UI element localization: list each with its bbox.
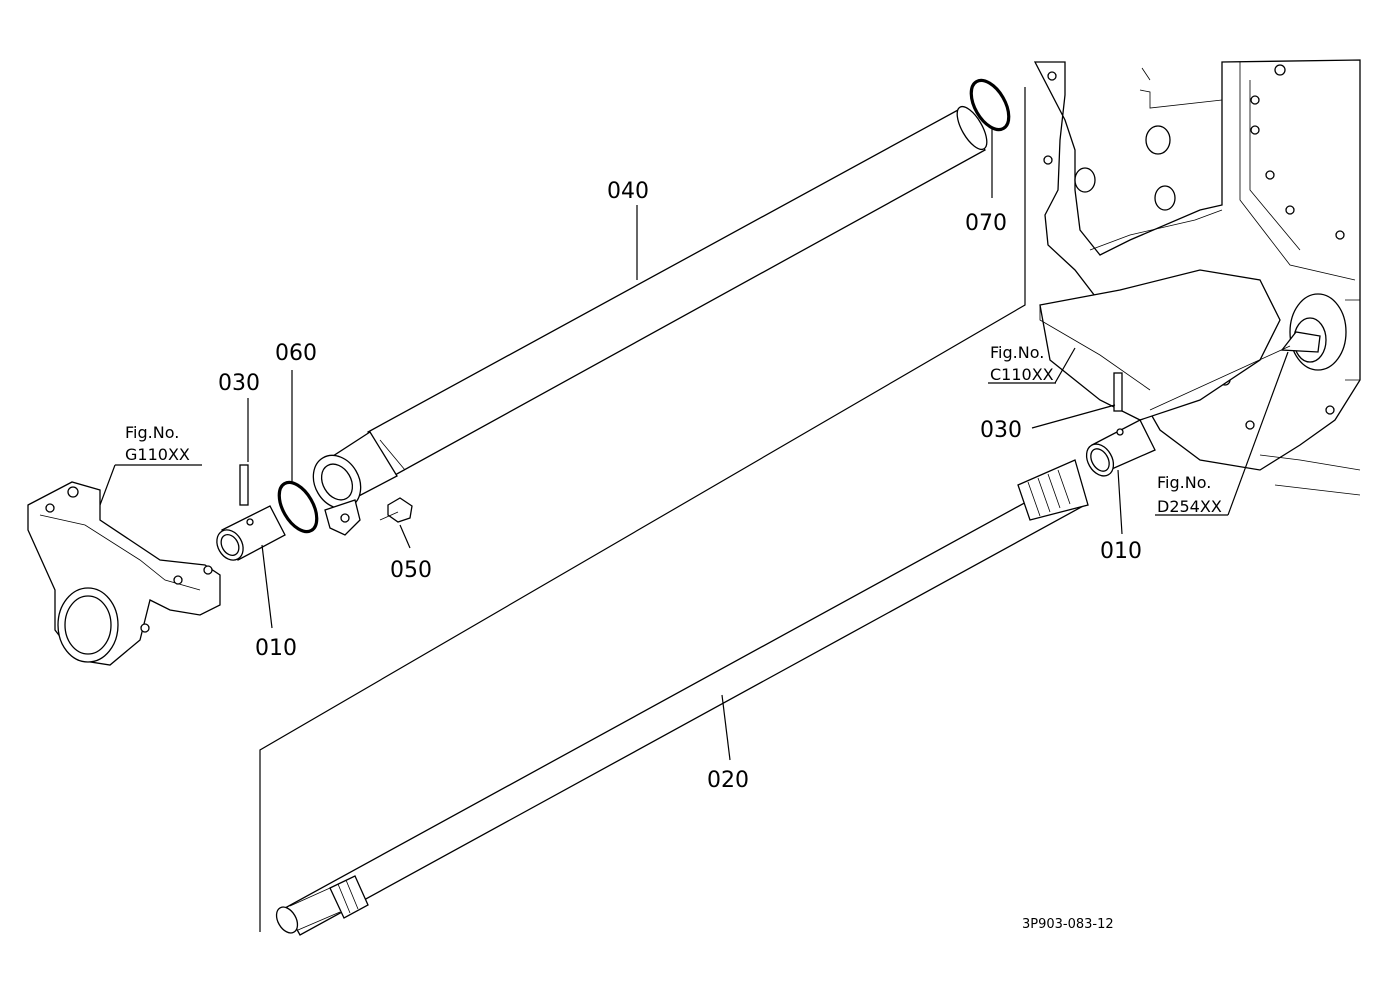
label-010-right: 010 — [1100, 539, 1142, 564]
part-030-pin-right: 030 — [980, 372, 1123, 443]
fig-ref-d254: Fig.No. D254XX — [1149, 345, 1291, 516]
fig-ref-d254-line2: D254XX — [1157, 497, 1222, 516]
fig-ref-g110-line1: Fig.No. — [125, 423, 179, 442]
label-060: 060 — [275, 341, 317, 366]
assembly-frame — [259, 87, 1026, 932]
part-010-coupling-right: 010 — [1085, 419, 1156, 564]
label-050: 050 — [390, 558, 432, 583]
fig-ref-d254-line1: Fig.No. — [1157, 473, 1211, 492]
label-010-left: 010 — [255, 636, 297, 661]
part-040-tube: 040 — [312, 105, 988, 536]
fig-ref-c110-line2: C110XX — [990, 365, 1054, 384]
part-060-o-ring: 060 — [275, 341, 319, 534]
transmission-housing — [1033, 59, 1361, 496]
label-030-right: 030 — [980, 418, 1022, 443]
fig-ref-c110: Fig.No. C110XX — [988, 343, 1076, 384]
label-070: 070 — [965, 211, 1007, 236]
drawing-code: 3P903-083-12 — [1022, 917, 1114, 932]
front-axle-bracket: Fig.No. G110XX — [27, 423, 221, 666]
part-020-shaft: 020 — [275, 459, 1089, 936]
part-030-pin-left: 030 — [218, 371, 260, 506]
part-010-coupling-left: 010 — [216, 505, 297, 661]
label-030-left: 030 — [218, 371, 260, 396]
part-050-bolt: 050 — [379, 497, 432, 583]
part-070-o-ring: 070 — [965, 78, 1011, 236]
label-020: 020 — [707, 768, 749, 793]
label-040: 040 — [607, 179, 649, 204]
fig-ref-c110-line1: Fig.No. — [990, 343, 1044, 362]
fig-ref-g110-line2: G110XX — [125, 445, 190, 464]
